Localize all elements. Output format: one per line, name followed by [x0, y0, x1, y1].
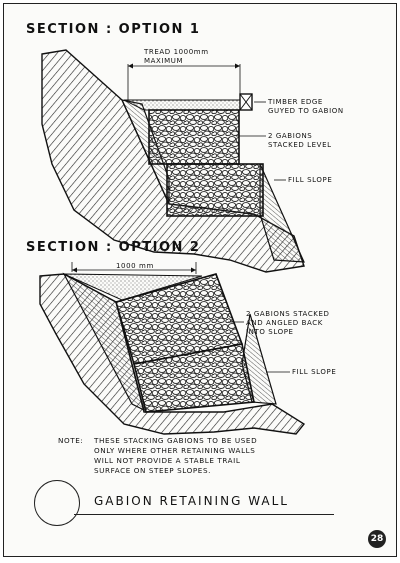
option1-timber-edge-label: TIMBER EDGE: [268, 98, 323, 106]
note-heading: NOTE:: [58, 436, 84, 445]
option2-fill-slope-label: FILL SLOPE: [292, 368, 337, 376]
option1-upper-gabion: [148, 109, 240, 165]
section-drawings: [39, 49, 306, 435]
option1-title: SECTION : OPTION 1: [26, 22, 201, 37]
note-line: SURFACE ON STEEP SLOPES.: [94, 466, 211, 475]
option1-section: [41, 49, 305, 273]
option1-fill-slope-label: FILL SLOPE: [288, 176, 333, 184]
sheet-title: GABION RETAINING WALL: [94, 494, 289, 508]
page-number-badge: 28: [368, 530, 386, 548]
option2-title: SECTION : OPTION 2: [26, 240, 201, 255]
note-line: WILL NOT PROVIDE A STABLE TRAIL: [94, 456, 241, 465]
option1-gabions-label: 2 GABIONS: [268, 132, 313, 140]
option1-trail-surface: [123, 99, 241, 111]
note-line: ONLY WHERE OTHER RETAINING WALLS: [94, 446, 256, 455]
option2-gabions-slope-label: INTO SLOPE: [246, 328, 294, 336]
option2-trail-surface: [63, 273, 203, 301]
option1-timber-edge-guyed-label: GUYED TO GABION: [268, 107, 344, 115]
option2-gabions-label: 2 GABIONS STACKED: [246, 310, 330, 318]
note-line: THESE STACKING GABIONS TO BE USED: [94, 436, 258, 445]
option2-width-label: 1000 mm: [116, 262, 154, 270]
option2-gabions-angled-label: AND ANGLED BACK: [246, 319, 323, 327]
drawing-sheet: SECTION : OPTION 1 TREAD 1000mm MAXIMUM …: [3, 3, 397, 557]
option2-lower-gabion: [133, 343, 255, 413]
option1-lower-gabion: [166, 163, 264, 217]
option2-cut-slope: [62, 272, 145, 412]
option2-section: [39, 262, 306, 435]
option1-tread-label: TREAD 1000mm: [144, 48, 209, 56]
title-underline: [74, 514, 334, 515]
title-block-circle: [34, 480, 80, 526]
option1-gabions-stacked-label: STACKED LEVEL: [268, 141, 332, 149]
option1-tread-maximum-label: MAXIMUM: [144, 57, 184, 65]
